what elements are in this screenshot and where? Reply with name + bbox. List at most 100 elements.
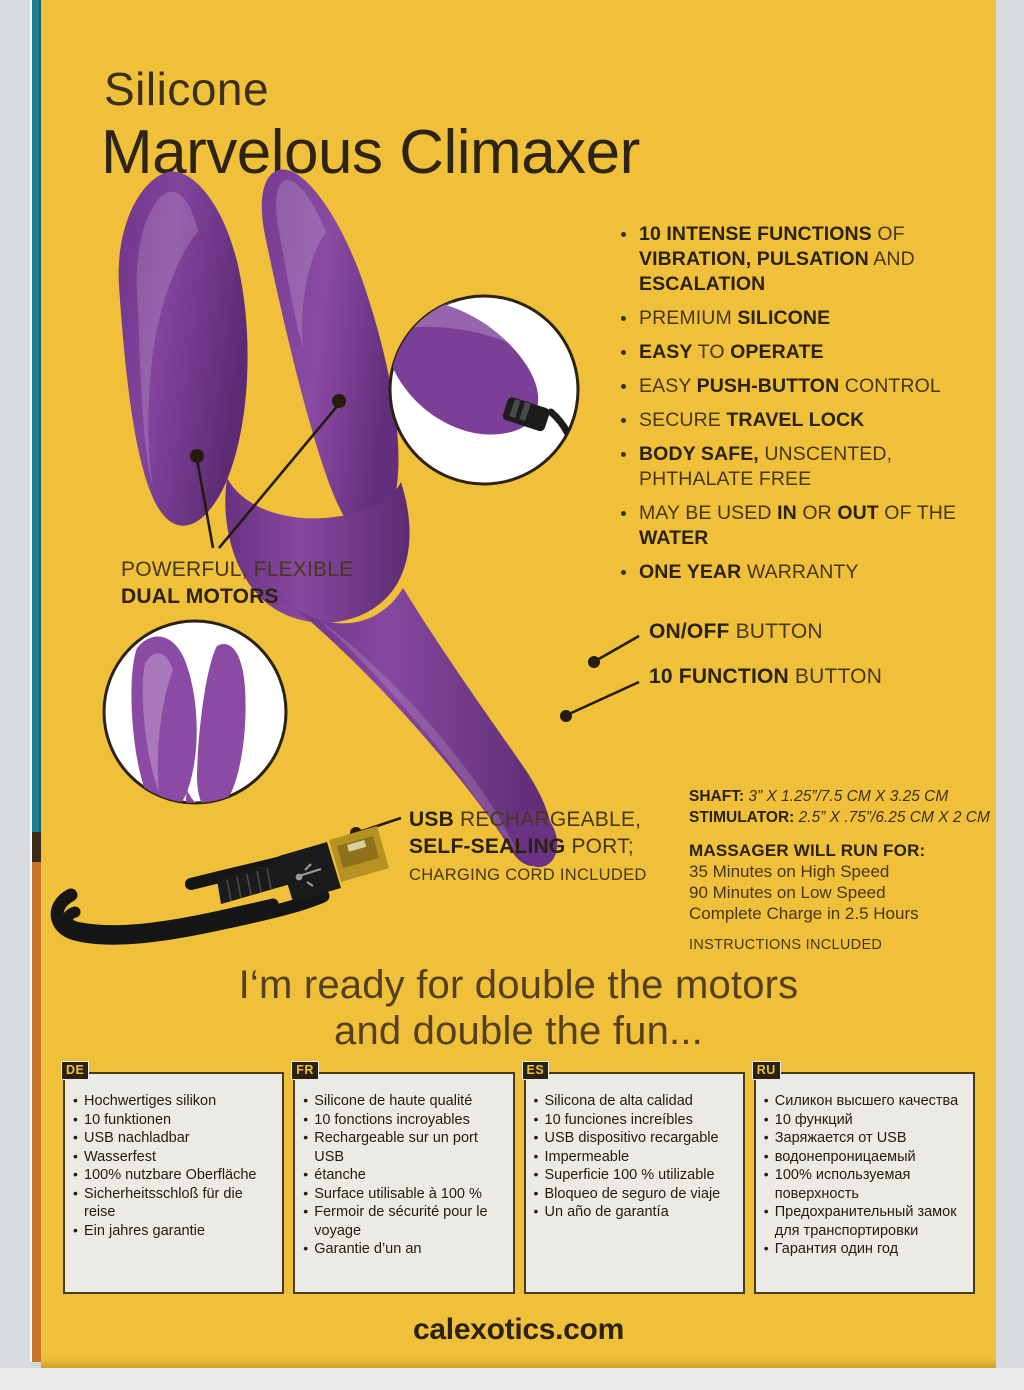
language-panel-es: ES Silicona de alta calidad 10 funciones… <box>521 1061 745 1294</box>
feature-item: ONE YEAR WARRANTY <box>619 560 979 585</box>
list-item: Hochwertiges silikon <box>73 1091 276 1111</box>
feature-text-bold: EASY <box>639 341 693 363</box>
feature-item: SECURE TRAVEL LOCK <box>619 408 979 433</box>
feature-text-bold: IN <box>777 502 797 524</box>
list-item: Fermoir de sécurité pour le voyage <box>303 1202 506 1240</box>
callout-usb-bold1: USB <box>409 808 454 831</box>
language-feature-list-de: Hochwertiges silikon 10 funktionen USB n… <box>73 1091 276 1241</box>
product-subtitle: Silicone <box>104 63 270 115</box>
feature-text-bold: ESCALATION <box>639 273 766 295</box>
callout-onoff-bold: ON/OFF <box>649 620 730 643</box>
feature-text-bold: ONE YEAR <box>639 561 742 583</box>
feature-text-regular: EASY <box>639 375 697 397</box>
package-front-face: Silicone Marvelous Climaxer <box>41 0 996 1368</box>
callout-dot-tenfunction <box>560 710 572 722</box>
spec-runtime-line: 90 Minutes on Low Speed <box>689 883 886 902</box>
feature-text-regular: SECURE <box>639 409 727 431</box>
feature-item: PREMIUM SILICONE <box>619 306 979 331</box>
list-item: Силикон высшего качества <box>764 1091 967 1111</box>
callout-usb-port: USB RECHARGEABLE, SELF-SEALING PORT; CHA… <box>409 806 647 889</box>
product-title: Marvelous Climaxer <box>101 118 640 187</box>
feature-text-regular: UNSCENTED, PHTHALATE FREE <box>639 443 893 490</box>
list-item: étanche <box>303 1165 506 1185</box>
list-item: Wasserfest <box>73 1147 276 1167</box>
list-item: Silicona de alta calidad <box>534 1091 737 1111</box>
callout-tenfunction-bold: 10 FUNCTION <box>649 665 789 688</box>
language-panel-ru: RU Силикон высшего качества 10 функций З… <box>751 1061 975 1294</box>
feature-text-regular: OF THE <box>878 502 957 524</box>
package-spine-teal-strip <box>30 0 41 838</box>
spec-shaft-value: 3” X 1.25”/7.5 CM X 3.25 CM <box>744 788 949 805</box>
spec-stimulator-value: 2.5” X .75”/6.25 CM X 2 CM <box>794 809 990 826</box>
feature-text-bold: OUT <box>837 502 879 524</box>
callout-dual-motors: POWERFUL, FLEXIBLE DUAL MOTORS <box>121 556 353 610</box>
scan-margin-bottom <box>0 1368 1024 1390</box>
package-spine-dark-strip <box>30 832 41 866</box>
callout-usb-small: CHARGING CORD INCLUDED <box>409 866 647 884</box>
specifications-block: SHAFT: 3” X 1.25”/7.5 CM X 3.25 CM STIMU… <box>689 786 996 953</box>
language-code-badge: FR <box>291 1061 319 1080</box>
feature-text-regular: WARRANTY <box>741 561 859 583</box>
feature-text-bold: TRAVEL LOCK <box>726 409 865 431</box>
callout-dot-left-motor <box>190 449 204 463</box>
callout-dual-motors-line1: POWERFUL, FLEXIBLE <box>121 558 354 581</box>
language-code-badge: ES <box>521 1061 550 1080</box>
scan-margin-left <box>0 0 30 1390</box>
tagline: I‘m ready for double the motors and doub… <box>41 962 996 1054</box>
feature-text-regular: MAY BE USED <box>639 502 778 524</box>
list-item: 100% используемая поверхность <box>764 1165 967 1203</box>
list-item: Rechargeable sur un port USB <box>303 1128 506 1166</box>
usb-cable-illustration <box>50 826 389 945</box>
list-item: Surface utilisable à 100 % <box>303 1184 506 1204</box>
spec-stimulator-label: STIMULATOR: <box>689 809 795 826</box>
list-item: 10 функций <box>764 1110 967 1130</box>
list-item: Sicherheitsschloß für die reise <box>73 1184 276 1222</box>
left-petal <box>118 171 248 526</box>
spec-instructions-included: INSTRUCTIONS INCLUDED <box>689 937 883 953</box>
language-panels: DE Hochwertiges silikon 10 funktionen US… <box>61 1061 975 1294</box>
language-code-badge: DE <box>61 1061 90 1080</box>
feature-text-regular: OF <box>871 223 905 245</box>
spec-runtime-line: Complete Charge in 2.5 Hours <box>689 904 919 923</box>
feature-item: BODY SAFE, UNSCENTED, PHTHALATE FREE <box>619 442 979 492</box>
feature-text-regular: PREMIUM <box>639 307 738 329</box>
inset-dual-motors <box>102 619 288 805</box>
callout-dot-usb <box>350 827 362 839</box>
language-feature-list-fr: Silicone de haute qualité 10 fonctions i… <box>303 1091 506 1259</box>
callout-dot-onoff <box>588 656 600 668</box>
feature-text-bold: BODY SAFE, <box>639 443 759 465</box>
list-item: Ein jahres garantie <box>73 1221 276 1241</box>
list-item: Bloqueo de seguro de viaje <box>534 1184 737 1204</box>
list-item: Предохранительный замок для транспортиро… <box>764 1202 967 1240</box>
tagline-line2: and double the fun... <box>334 1009 703 1053</box>
inset-charging-port <box>388 294 580 486</box>
list-item: 10 funciones increíbles <box>534 1110 737 1130</box>
feature-text-bold: VIBRATION, PULSATION <box>639 248 869 270</box>
list-item: Гарантия один год <box>764 1239 967 1259</box>
feature-text-regular: TO <box>692 341 731 363</box>
spec-stimulator: STIMULATOR: 2.5” X .75”/6.25 CM X 2 CM <box>689 807 996 828</box>
feature-item: 10 INTENSE FUNCTIONS OF VIBRATION, PULSA… <box>619 222 979 297</box>
feature-text-bold: 10 INTENSE FUNCTIONS <box>639 223 872 245</box>
list-item: 10 funktionen <box>73 1110 276 1130</box>
feature-list: 10 INTENSE FUNCTIONS OF VIBRATION, PULSA… <box>619 222 979 594</box>
feature-text-bold: PUSH-BUTTON <box>696 375 840 397</box>
list-item: Impermeable <box>534 1147 737 1167</box>
callout-usb-rest1: RECHARGEABLE, <box>453 808 642 831</box>
feature-text-bold: WATER <box>639 527 709 549</box>
list-item: 100% nutzbare Oberfläche <box>73 1165 276 1185</box>
callout-dual-motors-line2: DUAL MOTORS <box>121 585 279 608</box>
feature-item: MAY BE USED IN OR OUT OF THE WATER <box>619 501 979 551</box>
language-feature-list-ru: Силикон высшего качества 10 функций Заря… <box>764 1091 967 1259</box>
right-petal <box>261 169 399 534</box>
tagline-line1: I‘m ready for double the motors <box>238 963 799 1007</box>
feature-text-bold: OPERATE <box>730 341 824 363</box>
callout-usb-rest2: PORT; <box>565 835 634 858</box>
scan-margin-right <box>996 0 1024 1390</box>
spec-shaft-label: SHAFT: <box>689 788 745 805</box>
list-item: Un año de garantía <box>534 1202 737 1222</box>
feature-text-bold: SILICONE <box>737 307 831 329</box>
callout-onoff-button: ON/OFF BUTTON <box>649 620 823 644</box>
callout-onoff-rest: BUTTON <box>729 620 823 643</box>
